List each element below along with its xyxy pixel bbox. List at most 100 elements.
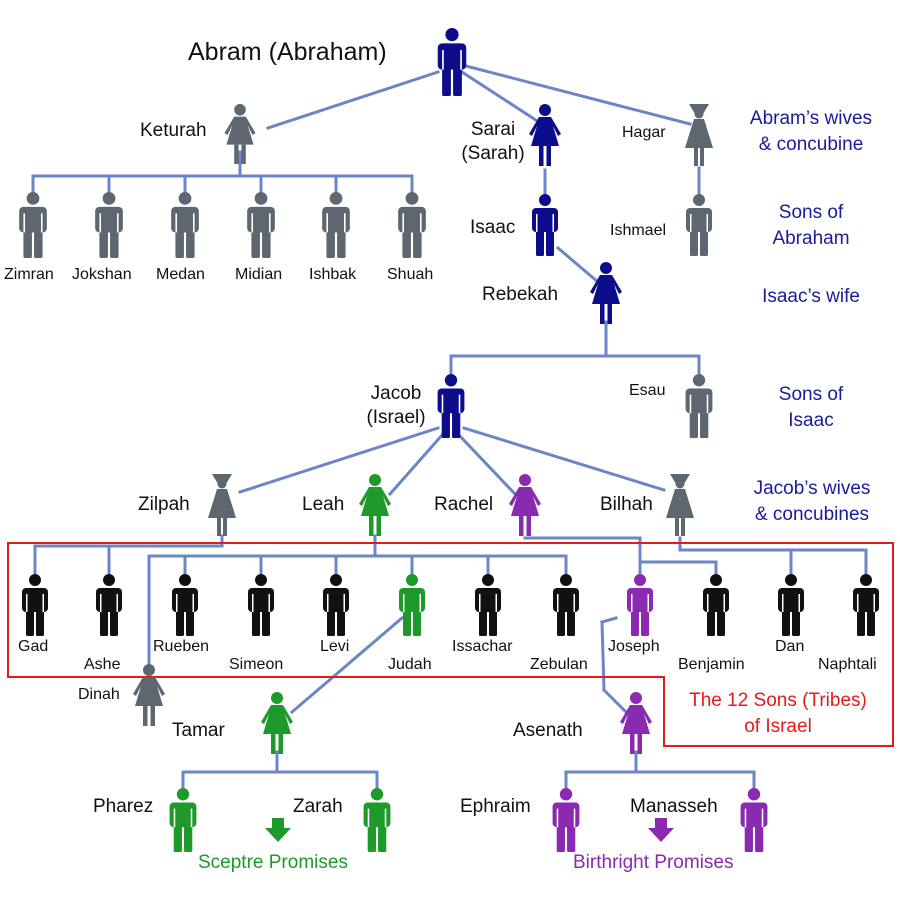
label-jacob-line2: (Israel): [366, 407, 426, 428]
isaac-male-figure-icon: [532, 194, 558, 256]
label-joseph: Joseph: [608, 638, 660, 655]
side-label-sons-isaac-line1: Sons of: [778, 384, 844, 405]
label-jacob: Jacob (Israel): [356, 382, 436, 430]
label-zarah: Zarah: [293, 796, 343, 817]
rachel-female-figure-icon: [509, 474, 541, 536]
sceptre-arrow-icon: [265, 818, 291, 842]
benjamin-male-figure-icon: [703, 574, 729, 636]
side-label-twelve-tribes: The 12 Sons (Tribes) of Israel: [668, 688, 888, 740]
label-tamar: Tamar: [172, 720, 225, 741]
label-judah: Judah: [388, 656, 432, 673]
shuah-male-figure-icon: [398, 192, 426, 258]
label-isaac: Isaac: [470, 217, 516, 238]
label-simeon: Simeon: [229, 656, 284, 673]
label-benjamin: Benjamin: [678, 656, 745, 673]
label-midian: Midian: [235, 266, 283, 283]
ashe-male-figure-icon: [96, 574, 122, 636]
manasseh-male-figure-icon: [740, 788, 768, 852]
label-dinah: Dinah: [78, 686, 120, 703]
side-label-abram-wives-line1: Abram’s wives: [749, 108, 873, 129]
medan-male-figure-icon: [171, 192, 199, 258]
label-birthright-promises: Birthright Promises: [573, 852, 734, 873]
jokshan-male-figure-icon: [95, 192, 123, 258]
leah-female-figure-icon: [359, 474, 391, 536]
judah-male-figure-icon: [399, 574, 425, 636]
issachar-male-figure-icon: [475, 574, 501, 636]
zilpah-concubine-figure-icon: [208, 474, 236, 536]
label-hagar: Hagar: [622, 124, 666, 141]
label-issachar: Issachar: [452, 638, 513, 655]
label-manasseh: Manasseh: [630, 796, 718, 817]
side-label-jacobs-wives-line1: Jacob’s wives: [753, 478, 871, 499]
label-asenath: Asenath: [513, 720, 583, 741]
connector-lines: [31, 64, 868, 790]
pharez-male-figure-icon: [169, 788, 197, 852]
label-leah: Leah: [302, 494, 345, 515]
dinah-female-figure-icon: [133, 664, 165, 726]
label-abram: Abram (Abraham): [188, 38, 387, 66]
jacob-male-figure-icon: [437, 374, 465, 438]
asenath-female-figure-icon: [620, 692, 652, 754]
label-ishbak: Ishbak: [309, 266, 357, 283]
simeon-male-figure-icon: [248, 574, 274, 636]
side-label-sons-isaac-line2: Isaac: [788, 410, 834, 431]
figures-layer: [19, 28, 879, 852]
side-label-isaacs-wife: Isaac’s wife: [762, 286, 860, 307]
label-levi: Levi: [320, 638, 350, 655]
label-rebekah: Rebekah: [482, 284, 559, 305]
label-ashe: Ashe: [84, 656, 121, 673]
label-bilhah: Bilhah: [600, 494, 653, 515]
keturah-female-figure-icon: [224, 104, 256, 164]
label-zimran: Zimran: [4, 266, 54, 283]
label-sarai: Sarai (Sarah): [453, 118, 533, 166]
zimran-male-figure-icon: [19, 192, 47, 258]
label-rachel: Rachel: [434, 494, 494, 515]
label-ishmael: Ishmael: [610, 222, 667, 239]
side-label-sons-isaac: Sons of Isaac: [736, 382, 886, 434]
side-label-sons-abraham-line2: Abraham: [772, 228, 850, 249]
label-jacob-line1: Jacob: [370, 383, 422, 404]
gad-male-figure-icon: [22, 574, 48, 636]
levi-male-figure-icon: [323, 574, 349, 636]
label-sarai-line1: Sarai: [470, 119, 516, 140]
rebekah-female-figure-icon: [590, 262, 622, 324]
label-sceptre-promises: Sceptre Promises: [198, 852, 348, 873]
label-medan: Medan: [156, 266, 205, 283]
label-rueben: Rueben: [153, 638, 210, 655]
side-label-jacobs-wives: Jacob’s wives & concubines: [730, 476, 894, 528]
sarai-female-figure-icon: [529, 104, 561, 166]
hagar-concubine-figure-icon: [685, 104, 713, 166]
label-shuah: Shuah: [387, 266, 434, 283]
tribes-box: [7, 542, 894, 747]
label-dan: Dan: [775, 638, 805, 655]
side-label-jacobs-wives-line2: & concubines: [754, 504, 870, 525]
label-gad: Gad: [18, 638, 49, 655]
abram-male-figure-icon: [437, 28, 467, 96]
ishbak-male-figure-icon: [322, 192, 350, 258]
label-keturah: Keturah: [140, 120, 207, 141]
tamar-female-figure-icon: [261, 692, 293, 754]
dan-male-figure-icon: [778, 574, 804, 636]
label-zilpah: Zilpah: [138, 494, 190, 515]
midian-male-figure-icon: [247, 192, 275, 258]
side-label-abram-wives-line2: & concubine: [758, 134, 864, 155]
label-jokshan: Jokshan: [72, 266, 132, 283]
side-label-sons-abraham: Sons of Abraham: [736, 200, 886, 252]
label-zebulan: Zebulan: [530, 656, 588, 673]
ishmael-male-figure-icon: [686, 194, 712, 256]
zarah-male-figure-icon: [363, 788, 391, 852]
label-sarai-line2: (Sarah): [461, 143, 525, 164]
zebulan-male-figure-icon: [553, 574, 579, 636]
side-label-twelve-tribes-line1: The 12 Sons (Tribes): [689, 690, 867, 711]
label-naphtali: Naphtali: [818, 656, 877, 673]
naphtali-male-figure-icon: [853, 574, 879, 636]
side-label-twelve-tribes-line2: of Israel: [744, 716, 812, 737]
esau-male-figure-icon: [685, 374, 713, 438]
joseph-male-figure-icon: [627, 574, 653, 636]
bilhah-concubine-figure-icon: [666, 474, 694, 536]
label-esau: Esau: [629, 382, 666, 399]
birthright-arrow-icon: [648, 818, 674, 842]
ephraim-male-figure-icon: [552, 788, 580, 852]
side-label-abram-wives: Abram’s wives & concubine: [726, 106, 896, 158]
